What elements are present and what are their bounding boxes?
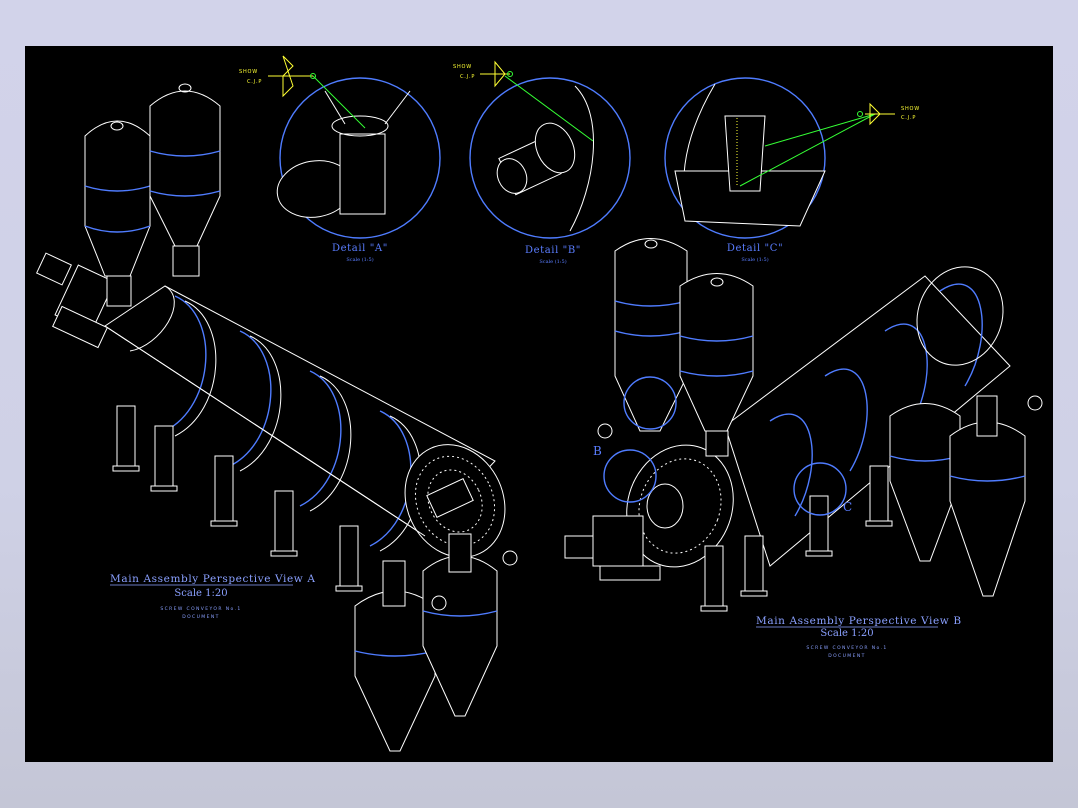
weld-label-a-top: SHOW [239, 69, 258, 75]
view-b-note-1: SCREW CONVEYOR No.1 [806, 645, 887, 651]
cyclone-bottom-left-a [354, 560, 436, 752]
handwheel-b-2 [1027, 395, 1043, 411]
view-b-title: Main Assembly Perspective View B [756, 615, 962, 627]
view-a-title: Main Assembly Perspective View A [110, 573, 316, 585]
cad-drawing-canvas[interactable]: SHOW C.J.P SHOW C.J.P SHOW C.J.P Detail … [25, 46, 1053, 762]
callout-circle-b-view-b[interactable] [603, 449, 657, 503]
hopper-right-b [679, 273, 754, 457]
view-a-note-1: SCREW CONVEYOR No.1 [160, 606, 241, 612]
detail-c-title: Detail "C" [727, 243, 783, 254]
assembly-view-b[interactable] [564, 238, 1043, 612]
callout-label-c: C [843, 500, 852, 514]
weld-symbol-detail-c [857, 102, 895, 126]
weld-symbol-detail-a [268, 55, 316, 98]
drum-body-a [104, 285, 506, 558]
support-legs-a [112, 405, 363, 592]
view-a-scale: Scale 1:20 [174, 588, 227, 599]
drum-body-b [626, 266, 1011, 568]
weld-label-c-top: SHOW [901, 106, 920, 112]
weld-label-b-top: SHOW [453, 64, 472, 70]
assembly-view-a[interactable] [35, 83, 523, 752]
handwheel-a-1 [502, 550, 518, 566]
drive-motor-a [35, 252, 116, 349]
detail-b-view[interactable] [469, 75, 631, 239]
weld-label-a-bottom: C.J.P [247, 79, 262, 85]
view-a-note-2: DOCUMENT [182, 614, 219, 620]
hopper-top-left-a [84, 120, 151, 307]
view-b-note-2: DOCUMENT [828, 653, 865, 659]
detail-b-scale: Scale (1:5) [539, 258, 566, 265]
drive-motor-b [564, 515, 661, 581]
cad-model-viewport[interactable]: SHOW C.J.P SHOW C.J.P SHOW C.J.P Detail … [25, 46, 1053, 762]
weld-label-b-bottom: C.J.P [460, 74, 475, 80]
cyclone-bottom-right-a [422, 533, 498, 717]
callout-circle-a-view-b[interactable] [623, 376, 677, 430]
detail-c-view[interactable] [664, 77, 876, 239]
detail-c-scale: Scale (1:5) [741, 256, 768, 263]
detail-a-view[interactable] [273, 75, 441, 239]
detail-b-title: Detail "B" [525, 245, 581, 256]
handwheel-a-2 [431, 595, 447, 611]
detail-a-title: Detail "A" [332, 243, 388, 254]
handwheel-b-1 [597, 423, 613, 439]
callout-label-b: B [593, 444, 602, 458]
weld-symbol-detail-b [480, 60, 513, 88]
weld-label-c-bottom: C.J.P [901, 115, 916, 121]
view-b-scale: Scale 1:20 [820, 628, 873, 639]
detail-a-scale: Scale (1:5) [346, 256, 373, 263]
cyclone-right-b [949, 395, 1026, 597]
callout-circle-c-view-b[interactable] [793, 462, 847, 516]
hopper-top-right-a [149, 83, 221, 277]
